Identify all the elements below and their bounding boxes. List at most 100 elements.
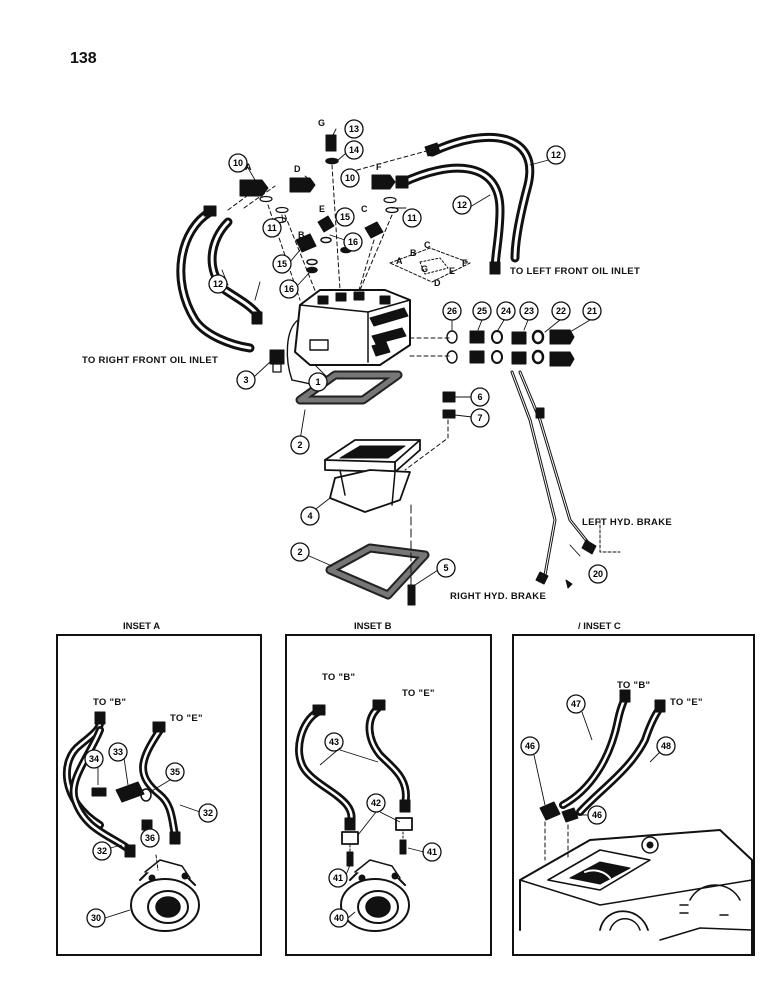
callout-4: 4 <box>300 506 320 526</box>
inset-b-title: INSET B <box>354 621 392 632</box>
inset-b-frame <box>285 634 492 956</box>
svg-text:1: 1 <box>315 377 320 387</box>
svg-text:10: 10 <box>233 158 243 168</box>
inset-a-to-b-label: TO "B" <box>93 697 127 708</box>
callout-32-left: 32 <box>92 841 112 861</box>
svg-text:24: 24 <box>501 306 511 316</box>
callout-10-left: 10 <box>228 153 248 173</box>
callout-43: 43 <box>324 732 344 752</box>
svg-text:30: 30 <box>91 913 101 923</box>
callout-41-left: 41 <box>328 868 348 888</box>
gasket-letter-c: C <box>424 240 431 250</box>
callout-12-right-top: 12 <box>546 145 566 165</box>
svg-text:46: 46 <box>525 741 535 751</box>
svg-text:32: 32 <box>203 808 213 818</box>
gasket-letter-d: D <box>434 278 441 288</box>
svg-text:3: 3 <box>243 375 248 385</box>
svg-text:20: 20 <box>593 569 603 579</box>
inset-c-to-b-label: TO "B" <box>617 680 651 691</box>
gasket-letter-e: E <box>449 266 455 276</box>
svg-text:11: 11 <box>407 213 417 223</box>
svg-text:32: 32 <box>97 846 107 856</box>
callout-11-right: 11 <box>402 208 422 228</box>
callout-41-right: 41 <box>422 842 442 862</box>
svg-text:12: 12 <box>213 279 223 289</box>
callout-2-upper: 2 <box>290 435 310 455</box>
callout-6: 6 <box>470 387 490 407</box>
port-letter-e: E <box>319 204 325 214</box>
port-letter-f: F <box>376 162 382 172</box>
callout-36: 36 <box>140 828 160 848</box>
callout-33: 33 <box>108 742 128 762</box>
port-letter-a: A <box>245 162 252 172</box>
svg-text:25: 25 <box>477 306 487 316</box>
callout-48: 48 <box>656 736 676 756</box>
callout-13: 13 <box>344 119 364 139</box>
svg-text:13: 13 <box>349 124 359 134</box>
callout-10-right: 10 <box>340 168 360 188</box>
callout-22: 22 <box>551 301 571 321</box>
inset-a-title: INSET A <box>123 621 161 632</box>
port-letter-b: B <box>298 230 305 240</box>
gasket-lower <box>325 543 430 600</box>
svg-text:47: 47 <box>571 699 581 709</box>
callout-25: 25 <box>472 301 492 321</box>
svg-text:2: 2 <box>297 440 302 450</box>
svg-text:43: 43 <box>329 737 339 747</box>
callout-12-middle: 12 <box>452 195 472 215</box>
inset-b-to-e-label: TO "E" <box>402 688 435 699</box>
callout-46-left: 46 <box>520 736 540 756</box>
label-right-front-oil-inlet: TO RIGHT FRONT OIL INLET <box>82 355 219 366</box>
callout-16-right: 16 <box>343 232 363 252</box>
gasket-letter-g: G <box>421 264 428 274</box>
callout-1: 1 <box>308 372 328 392</box>
callout-14: 14 <box>344 140 364 160</box>
callout-16-left: 16 <box>279 279 299 299</box>
svg-text:33: 33 <box>113 747 123 757</box>
svg-text:12: 12 <box>551 150 561 160</box>
svg-text:34: 34 <box>89 754 99 764</box>
svg-text:42: 42 <box>371 798 381 808</box>
svg-text:15: 15 <box>340 212 350 222</box>
inset-c-drawing <box>519 689 753 956</box>
callout-32-right: 32 <box>198 803 218 823</box>
gasket-letter-f: F <box>462 258 468 268</box>
callout-34: 34 <box>84 749 104 769</box>
inset-a-to-e-label: TO "E" <box>170 713 203 724</box>
callout-47: 47 <box>566 694 586 714</box>
inset-c-to-e-label: TO "E" <box>670 697 703 708</box>
svg-text:7: 7 <box>477 413 482 423</box>
page-number: 138 <box>70 50 97 67</box>
svg-text:4: 4 <box>307 511 312 521</box>
callout-11-left: 11 <box>262 218 282 238</box>
svg-text:40: 40 <box>334 913 344 923</box>
svg-text:41: 41 <box>333 873 343 883</box>
adapter-plate <box>324 439 421 513</box>
svg-text:16: 16 <box>284 284 294 294</box>
svg-text:2: 2 <box>297 547 302 557</box>
port-letter-c: C <box>361 204 368 214</box>
callout-7: 7 <box>470 408 490 428</box>
callout-21: 21 <box>582 301 602 321</box>
label-left-hyd-brake: LEFT HYD. BRAKE <box>582 517 672 528</box>
gasket-letter-a: A <box>396 256 403 266</box>
callout-15-right: 15 <box>335 207 355 227</box>
svg-text:15: 15 <box>277 259 287 269</box>
svg-text:26: 26 <box>447 306 457 316</box>
callout-3: 3 <box>236 370 256 390</box>
svg-text:41: 41 <box>427 847 437 857</box>
svg-text:46: 46 <box>592 810 602 820</box>
svg-text:16: 16 <box>348 237 358 247</box>
svg-text:11: 11 <box>267 223 277 233</box>
svg-text:6: 6 <box>477 392 482 402</box>
callout-23: 23 <box>519 301 539 321</box>
label-right-hyd-brake: RIGHT HYD. BRAKE <box>450 591 547 602</box>
callout-26: 26 <box>442 301 462 321</box>
svg-text:22: 22 <box>556 306 566 316</box>
svg-text:21: 21 <box>587 306 597 316</box>
svg-text:23: 23 <box>524 306 534 316</box>
callout-20: 20 <box>588 564 608 584</box>
inset-b-drawing <box>295 699 413 932</box>
inset-c-title: / INSET C <box>578 621 621 632</box>
